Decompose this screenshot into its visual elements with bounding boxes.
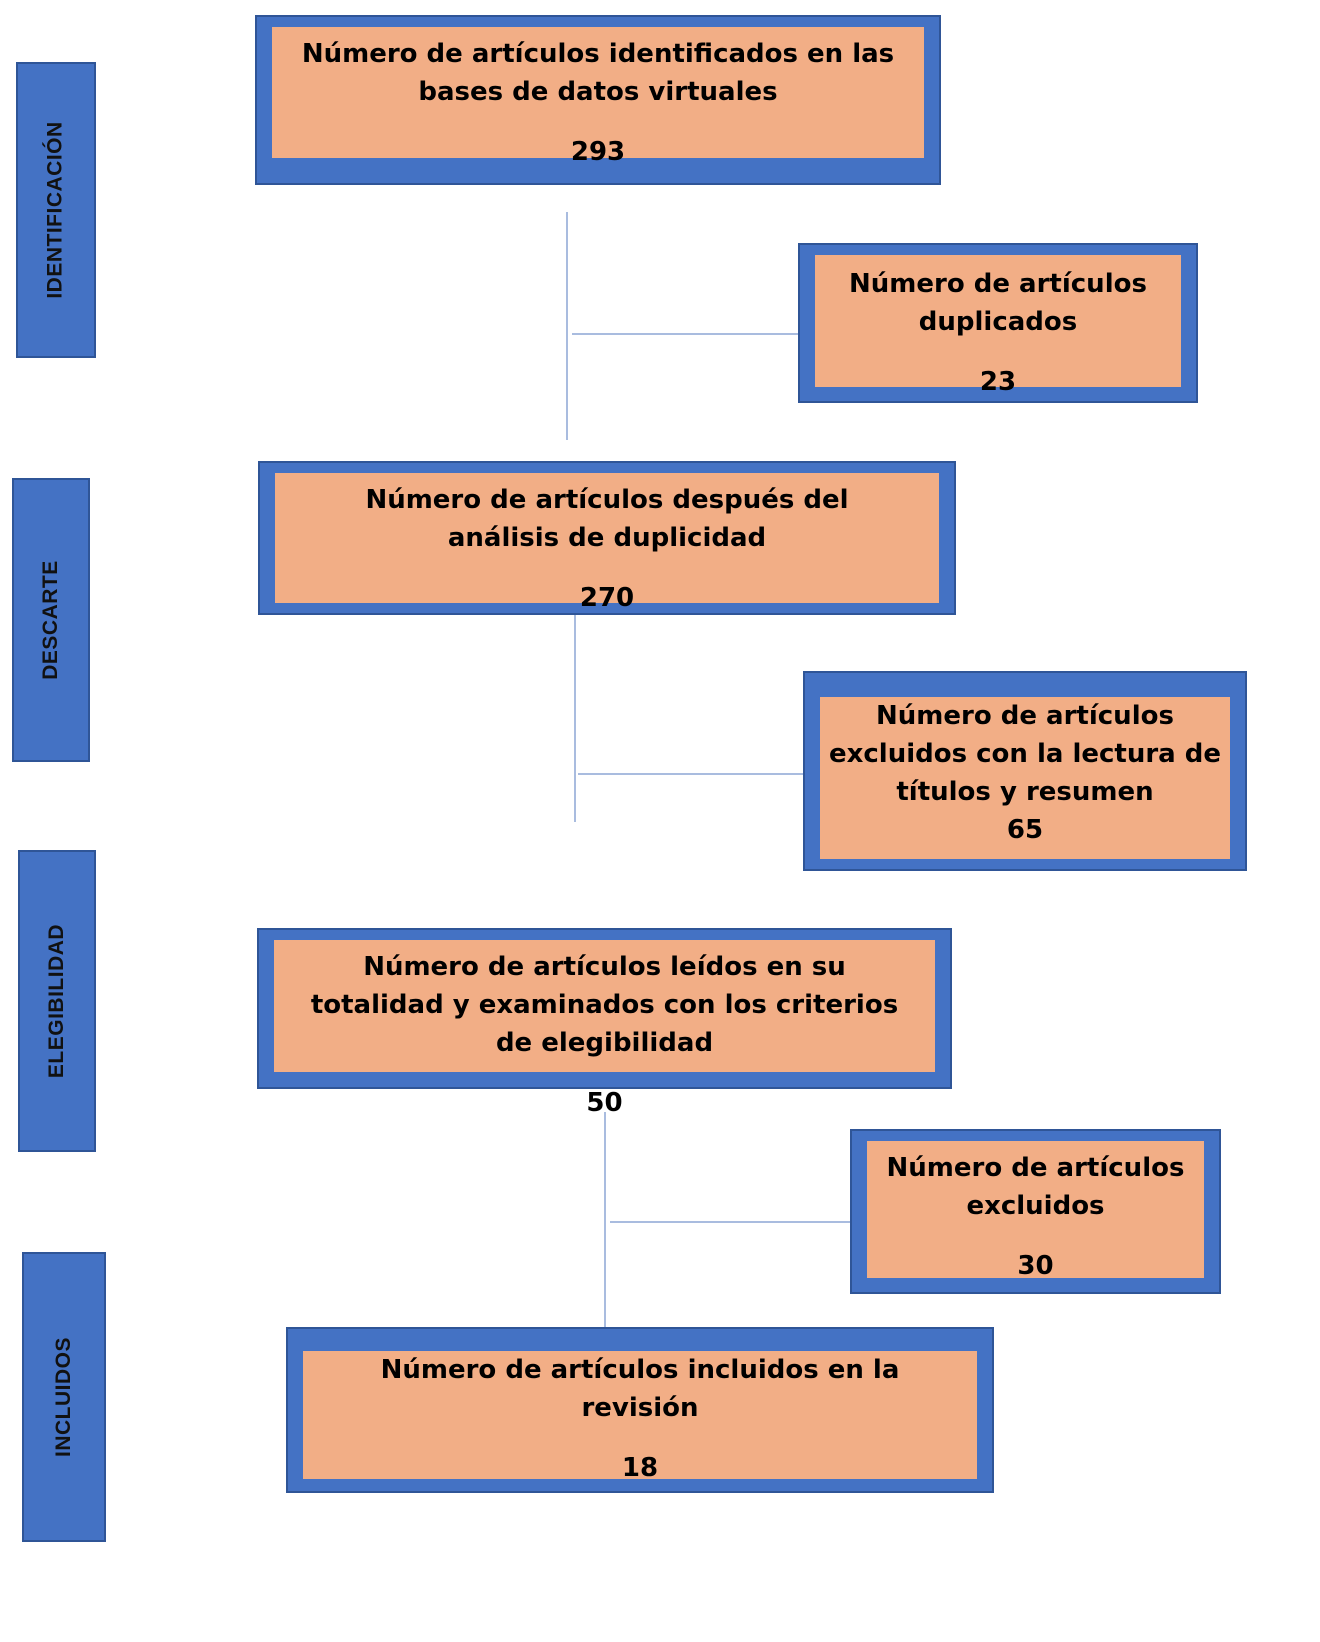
phase-descarte-label: DESCARTE	[39, 560, 63, 680]
connector-to-excluded-title	[578, 773, 806, 775]
connector-dedup-down	[574, 540, 576, 822]
box-included-text: Número de artículos incluidos en la revi…	[380, 1355, 900, 1423]
box-after-dedup-text: Número de artículos después del análisis…	[365, 485, 849, 553]
box-duplicates-text: Número de artículos duplicados	[849, 269, 1147, 337]
box-included: Número de artículos incluidos en la revi…	[286, 1327, 994, 1493]
box-excluded-count: 30	[1017, 1251, 1054, 1281]
box-excluded-text: Número de artículos excluidos	[886, 1153, 1185, 1221]
box-full-text-text: Número de artículos leídos en su totalid…	[310, 952, 899, 1058]
box-identified-count: 293	[570, 137, 626, 167]
box-full-text-count: 50	[586, 1088, 623, 1118]
connector-identified-down	[566, 212, 568, 440]
phase-elegibilidad: ELEGIBILIDAD	[18, 850, 96, 1152]
box-excluded: Número de artículos excluidos 30	[850, 1129, 1221, 1294]
box-after-dedup: Número de artículos después del análisis…	[258, 461, 956, 615]
connector-to-excluded	[610, 1221, 852, 1223]
phase-incluidos-label: INCLUIDOS	[52, 1337, 75, 1457]
box-duplicates: Número de artículos duplicados 23	[798, 243, 1198, 403]
box-identified: Número de artículos identificados en las…	[255, 15, 941, 185]
box-included-count: 18	[621, 1453, 659, 1483]
box-duplicates-count: 23	[979, 367, 1017, 397]
box-full-text: Número de artículos leídos en su totalid…	[257, 928, 952, 1118]
box-after-dedup-count: 270	[579, 583, 635, 613]
box-excluded-title-count: 65	[1006, 815, 1044, 845]
connector-to-duplicates	[572, 333, 800, 335]
box-identified-text: Número de artículos identificados en las…	[301, 39, 895, 107]
phase-elegibilidad-label: ELEGIBILIDAD	[45, 923, 69, 1079]
box-excluded-title: Número de artículos excluidos con la lec…	[803, 671, 1247, 871]
phase-descarte: DESCARTE	[12, 478, 90, 762]
phase-incluidos: INCLUIDOS	[22, 1252, 106, 1542]
phase-identificacion: IDENTIFICACIÓN	[16, 62, 96, 358]
box-excluded-title-text: Número de artículos excluidos con la lec…	[828, 701, 1222, 807]
connector-fulltext-down	[604, 1112, 606, 1330]
phase-identificacion-label: IDENTIFICACIÓN	[44, 121, 68, 299]
